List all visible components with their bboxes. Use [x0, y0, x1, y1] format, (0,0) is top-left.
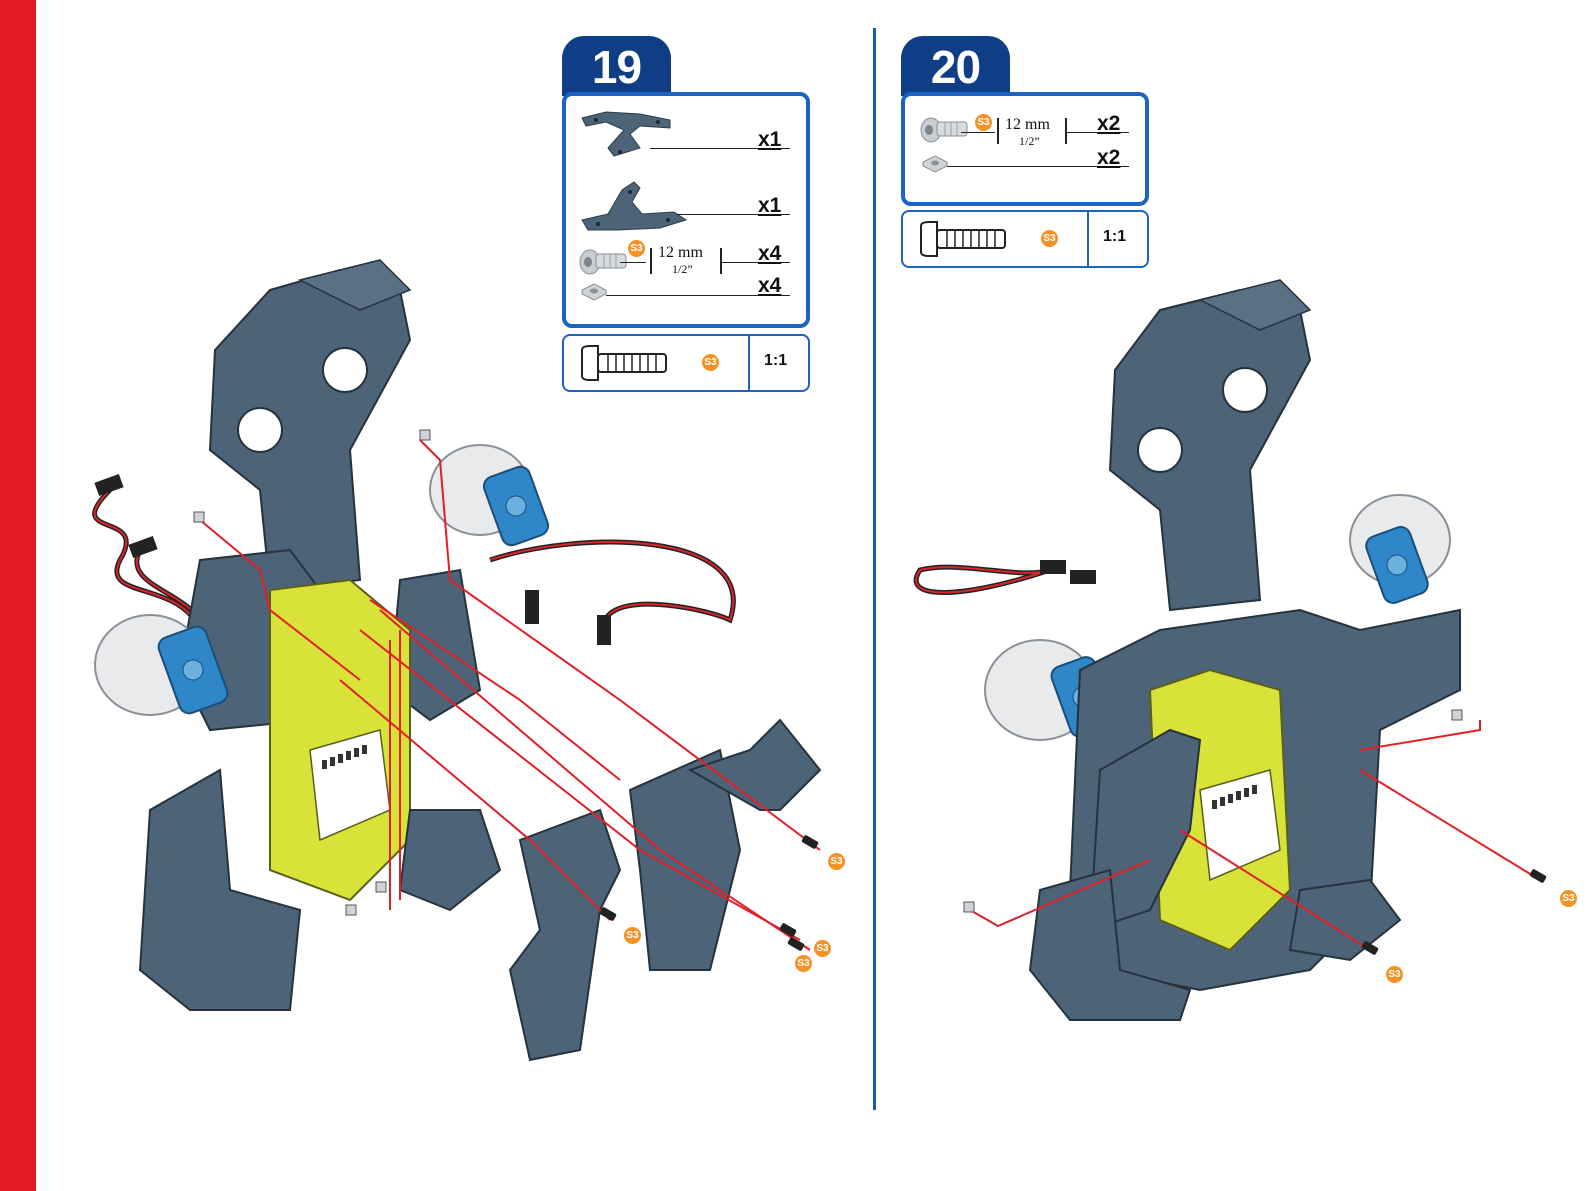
bracket-icon: [578, 176, 688, 232]
part-qty: x2: [1097, 112, 1120, 136]
step-20-robot-illustration: [900, 270, 1590, 1050]
screw-scale-icon: [917, 220, 1009, 258]
page-divider: [873, 28, 876, 1110]
s3-callout: S3: [624, 927, 641, 944]
step-19-number: 19: [562, 36, 671, 96]
s3-callout: S3: [1386, 966, 1403, 983]
s3-badge: S3: [975, 114, 992, 131]
s3-callout: S3: [814, 940, 831, 957]
step-19-robot-illustration: [60, 250, 850, 1070]
scale-separator: [1087, 212, 1089, 266]
s3-callout: S3: [1560, 890, 1577, 907]
bracket-icon: [580, 108, 680, 160]
step-20-number: 20: [901, 36, 1010, 96]
step-20-scale-box: S3 1:1: [901, 210, 1149, 268]
nut-icon: [921, 154, 949, 174]
s3-callout: S3: [828, 853, 845, 870]
step-20-parts-box: S3 12 mm 1/2” x2 x2: [901, 92, 1149, 206]
s3-badge: S3: [1041, 230, 1058, 247]
part-qty: x1: [758, 194, 781, 218]
leader-line: [961, 132, 995, 133]
size-marker: [1065, 118, 1067, 144]
part-qty: x1: [758, 128, 781, 152]
size-marker: [997, 118, 999, 144]
scale-ratio: 1:1: [1103, 228, 1126, 246]
screw-length-mm: 12 mm: [1005, 116, 1050, 134]
part-qty: x2: [1097, 146, 1120, 170]
screw-icon: [919, 114, 971, 144]
screw-length-inch: 1/2”: [1019, 134, 1040, 149]
s3-callout: S3: [795, 955, 812, 972]
side-color-bar: [0, 0, 36, 1191]
